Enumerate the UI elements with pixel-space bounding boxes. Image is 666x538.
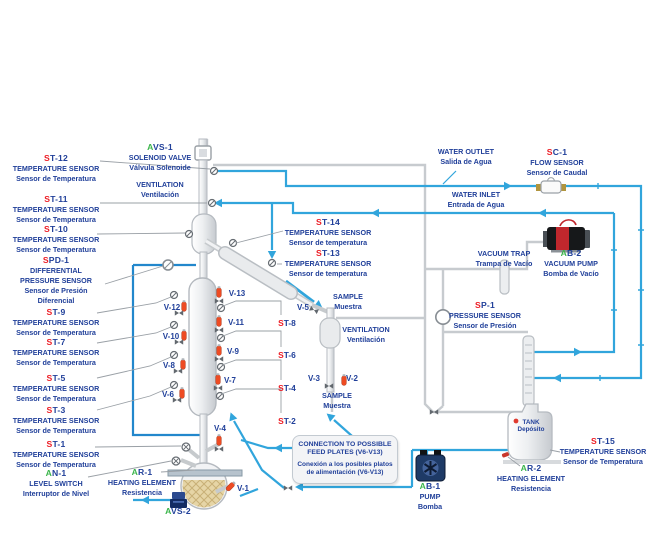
heating-plate bbox=[167, 469, 243, 477]
label-v4: V-4 bbox=[213, 424, 226, 433]
label-v2: V-2 bbox=[345, 374, 358, 383]
label-v3: V-3 bbox=[307, 374, 320, 383]
boiler-flask bbox=[167, 441, 243, 510]
label-st4: ST-4 bbox=[278, 383, 296, 393]
inclined-condenser bbox=[204, 238, 314, 308]
leader-lines bbox=[87, 160, 561, 478]
heater-connector bbox=[501, 452, 510, 458]
feed-plates-note: CONNECTION TO POSSIBLE FEED PLATES (V6-V… bbox=[292, 435, 398, 484]
label-v1: V-1 bbox=[236, 484, 249, 493]
vacuum-trap-glass bbox=[499, 259, 510, 295]
label-st2: ST-2 bbox=[278, 416, 296, 426]
distillation-column bbox=[188, 138, 217, 467]
label-v7: V-7 bbox=[223, 376, 236, 385]
label-avs2: AVS-2 bbox=[165, 506, 191, 516]
tank-indicator bbox=[513, 418, 519, 424]
label-v12: V-12 bbox=[163, 303, 181, 312]
pump-icon bbox=[415, 450, 446, 482]
sample-collector bbox=[311, 303, 341, 393]
label-v9: V-9 bbox=[226, 347, 239, 356]
tank bbox=[501, 335, 561, 464]
label-v5: V-5 bbox=[296, 303, 309, 312]
label-v10: V-10 bbox=[162, 332, 180, 341]
packed-column bbox=[188, 277, 217, 417]
pressure-sensor-icon bbox=[434, 308, 451, 325]
label-st8: ST-8 bbox=[278, 318, 296, 328]
vacuum-pump-icon bbox=[543, 219, 590, 253]
sensor-ports bbox=[169, 166, 277, 466]
label-v13: V-13 bbox=[228, 289, 246, 298]
tank-condenser bbox=[522, 335, 535, 407]
label-st6: ST-6 bbox=[278, 350, 296, 360]
solenoid-valve2-icon bbox=[170, 492, 187, 508]
diff-pressure-sensor-icon bbox=[162, 259, 174, 271]
flow-sensor-icon bbox=[536, 177, 566, 194]
label-v11: V-11 bbox=[227, 318, 244, 327]
label-v6: V-6 bbox=[161, 390, 174, 399]
label-v8: V-8 bbox=[162, 361, 175, 370]
